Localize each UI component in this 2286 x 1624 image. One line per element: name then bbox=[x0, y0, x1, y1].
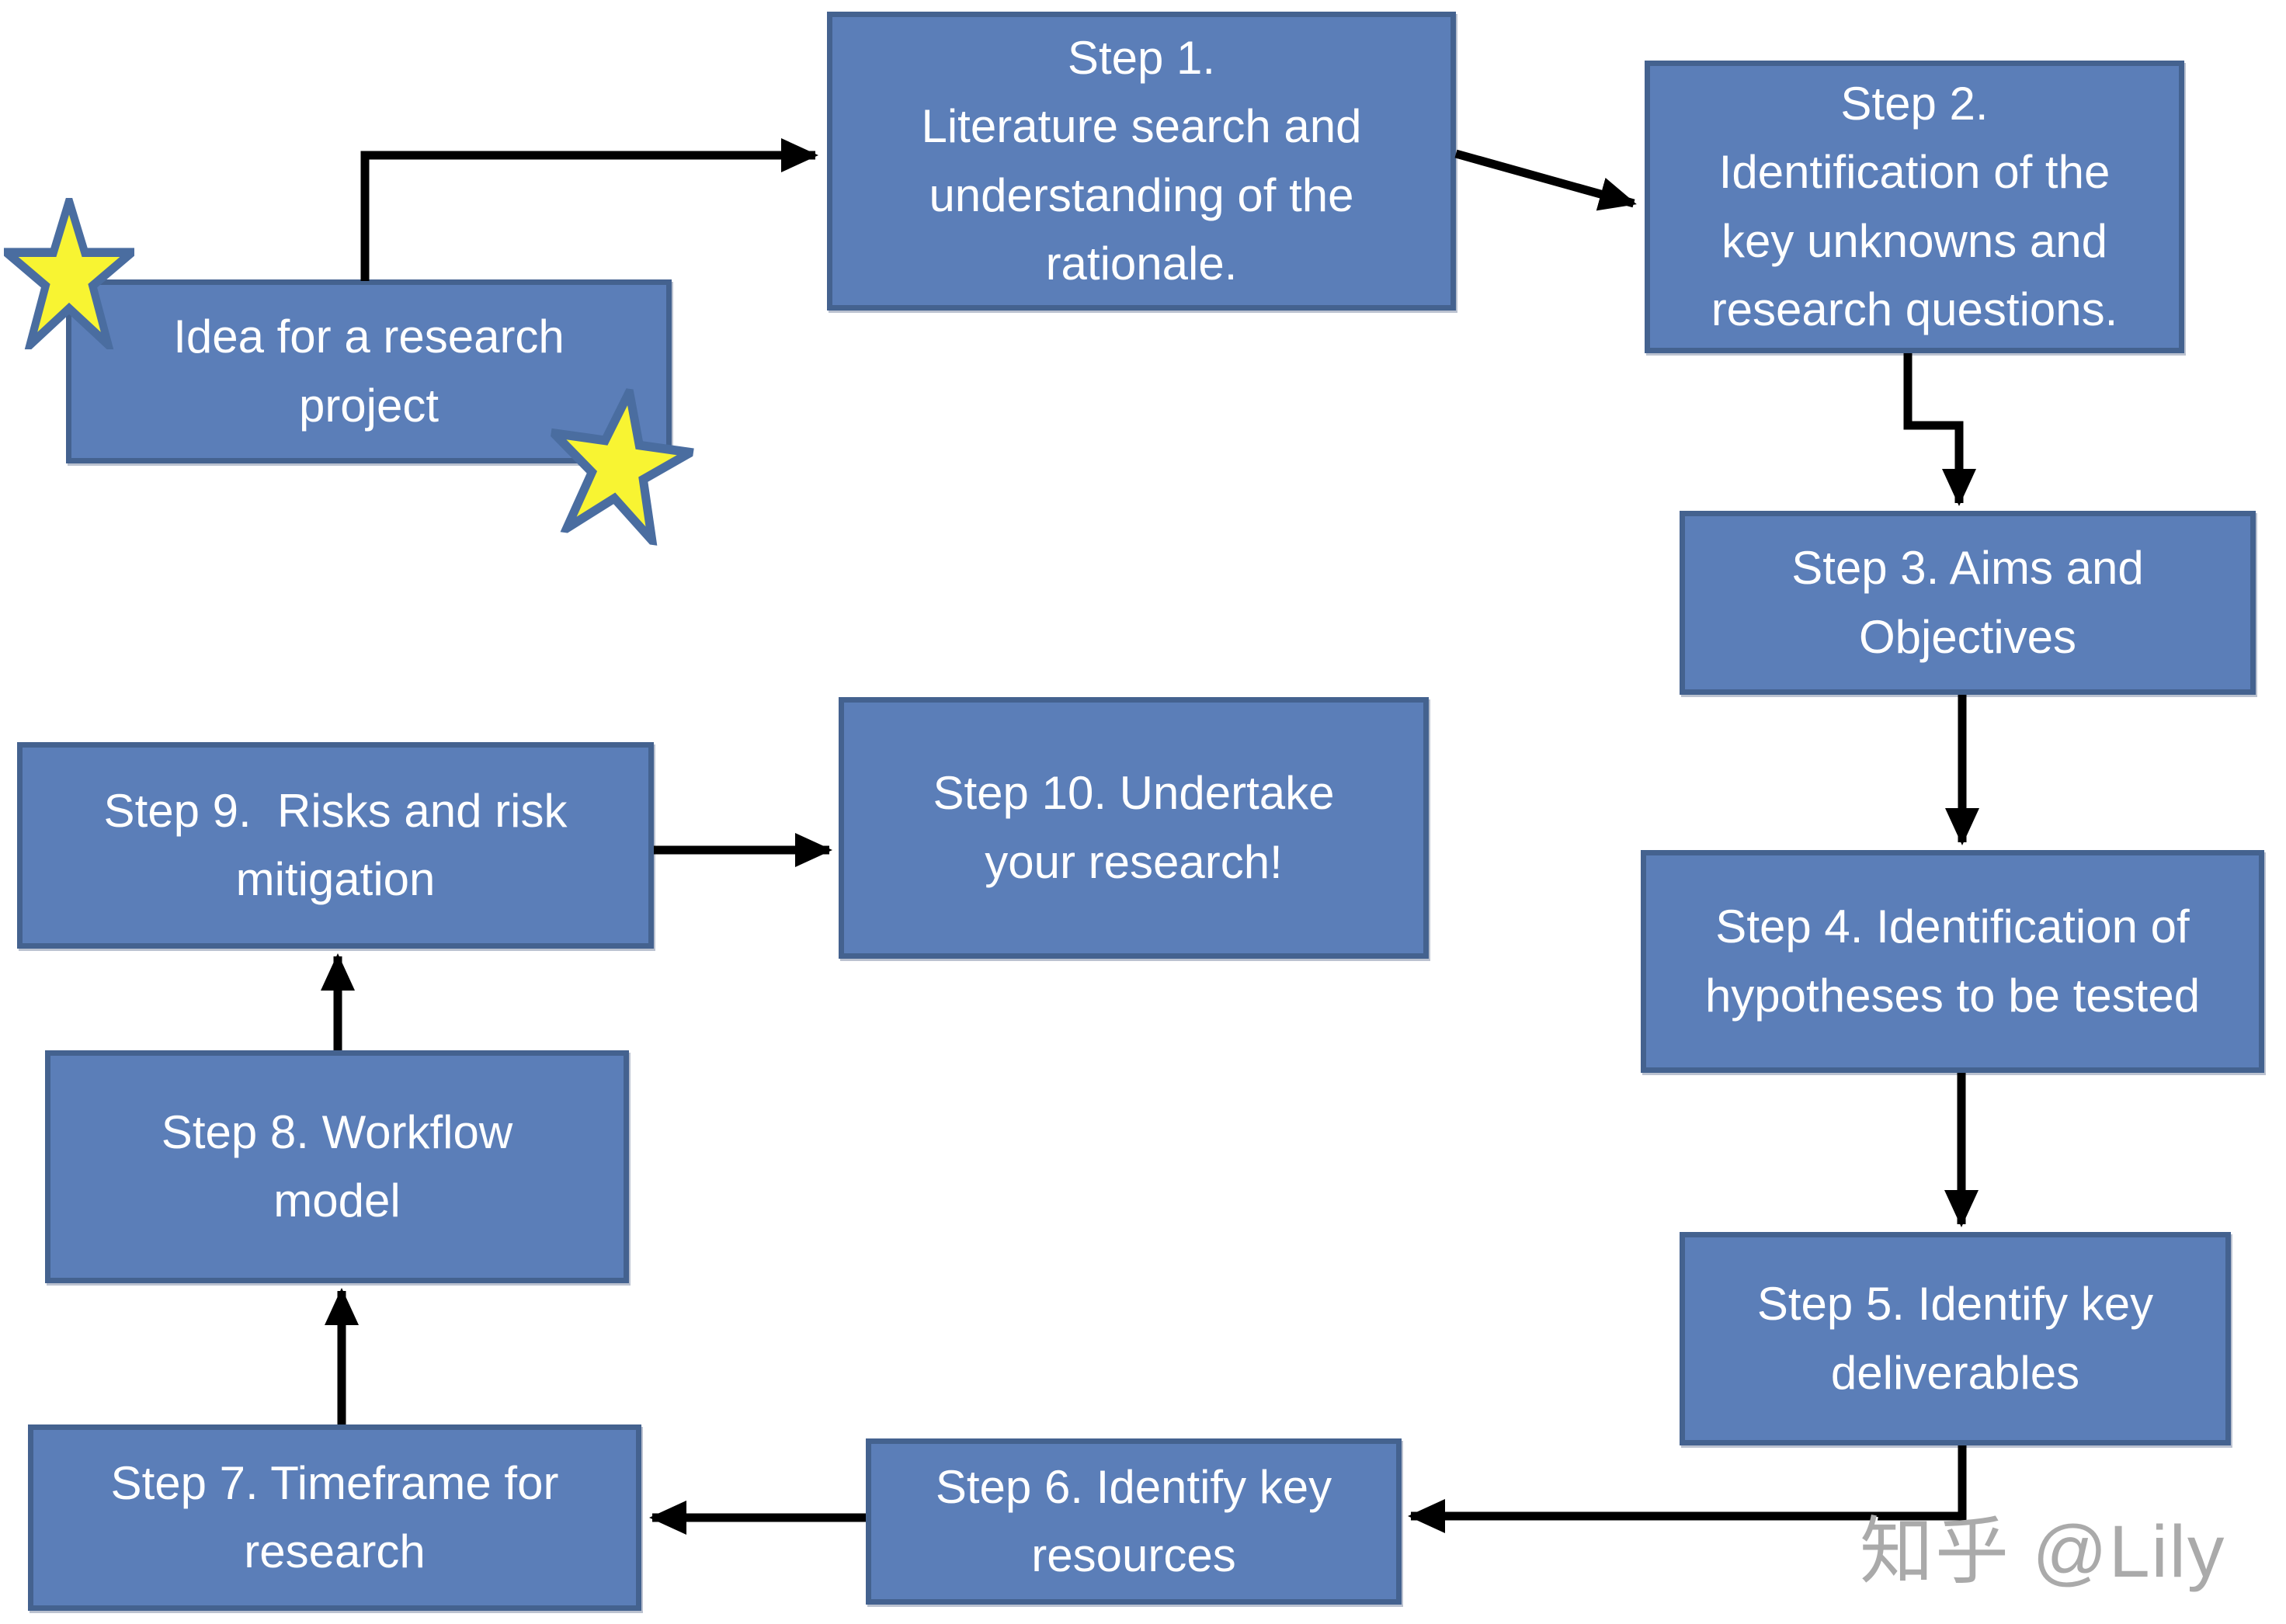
connector-step1-to-step2 bbox=[1454, 149, 1637, 211]
node-step-4: Step 4. Identification of hypotheses to … bbox=[1641, 850, 2264, 1073]
node-step-10: Step 10. Undertake your research! bbox=[839, 697, 1429, 959]
node-step-3: Step 3. Aims and Objectives bbox=[1680, 511, 2256, 695]
watermark: 知乎 @Lily bbox=[1860, 1511, 2226, 1593]
node-step-2: Step 2. Identification of the key unknow… bbox=[1645, 61, 2184, 353]
node-step-7: Step 7. Timeframe for research bbox=[28, 1424, 641, 1611]
node-step-1: Step 1. Literature search and understand… bbox=[827, 12, 1456, 311]
node-idea-for-research-project: Idea for a research project bbox=[66, 279, 672, 463]
connector-step2-to-step3 bbox=[1903, 353, 1976, 506]
connector-idea-to-step1 bbox=[360, 138, 818, 281]
node-step-6: Step 6. Identify key resources bbox=[866, 1438, 1402, 1605]
node-step-5: Step 5. Identify key deliverables bbox=[1680, 1232, 2231, 1445]
node-step-8: Step 8. Workflow model bbox=[45, 1050, 629, 1283]
node-step-9: Step 9. Risks and risk mitigation bbox=[17, 742, 654, 949]
